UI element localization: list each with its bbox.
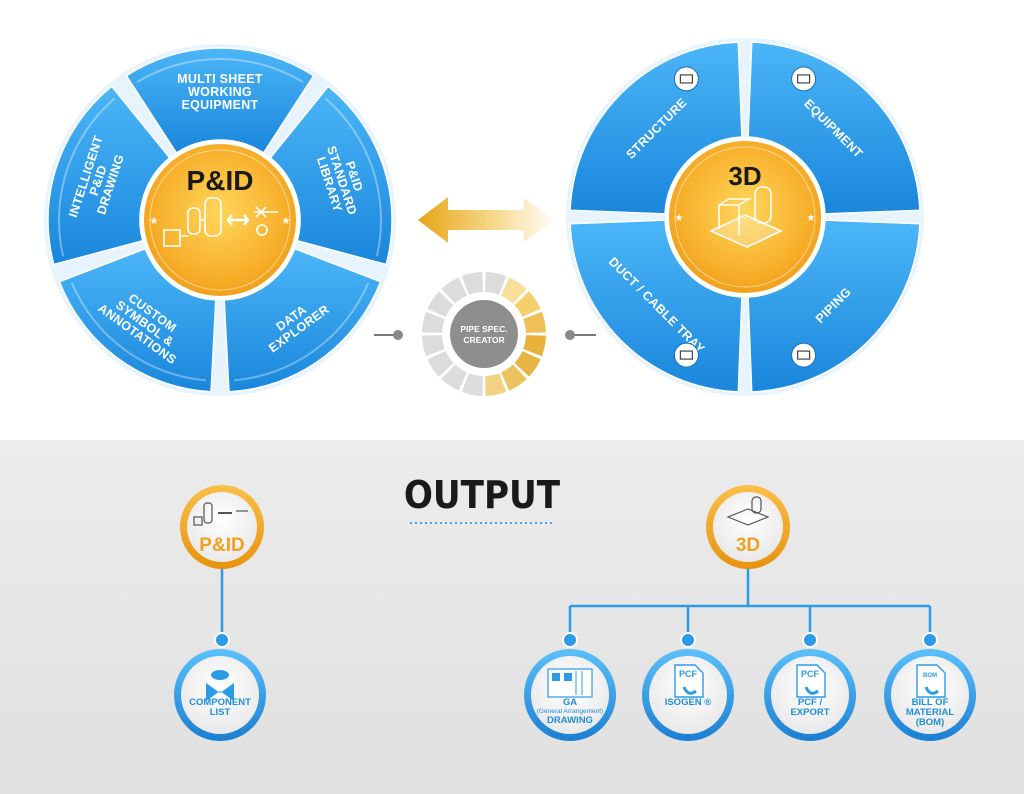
spec-ring-segment	[523, 311, 546, 333]
star-icon: ★	[675, 213, 684, 224]
spec-ring-segment	[422, 311, 445, 333]
spec-ring-segment	[427, 291, 454, 317]
output-child-label: ISOGEN ®	[665, 697, 712, 708]
output-child-label: GA(General Arrangement)DRAWING	[537, 697, 603, 726]
bidirectional-arrow-icon	[418, 197, 556, 243]
output-child-node[interactable]: PCF PCF /EXPORT	[764, 649, 856, 741]
td-segment[interactable]: STRUCTURE	[569, 41, 743, 215]
spec-ring-segment	[514, 291, 541, 317]
td-segment[interactable]: PIPING	[747, 219, 921, 393]
3d-hub-title: 3D	[728, 161, 761, 191]
3d-hub[interactable]: 3D ★ ★	[665, 137, 825, 297]
drawing-icon	[547, 668, 593, 698]
spec-ring-segment	[441, 277, 467, 304]
spec-ring-label: PIPE SPEC.CREATOR	[460, 324, 507, 345]
output-child-node[interactable]: PCF ISOGEN ®	[642, 649, 734, 741]
spec-ring-segment	[514, 351, 541, 377]
output-child-node[interactable]: GA(General Arrangement)DRAWING	[524, 649, 616, 741]
plant-model-icon	[726, 496, 770, 526]
file-badge: BOM	[923, 673, 937, 679]
pid-process-icon	[193, 502, 248, 526]
spec-ring-segment	[461, 272, 483, 295]
pid-segment[interactable]: P&IDSTANDARDLIBRARY	[269, 85, 393, 266]
pid-hub-title: P&ID	[187, 165, 254, 196]
pid-hub[interactable]: P&ID ★ ★	[140, 140, 300, 300]
bom-file-icon: BOM	[916, 664, 946, 698]
spec-ring-segment	[427, 351, 454, 377]
spec-ring-segment	[501, 277, 527, 304]
spec-ring-segment	[441, 364, 467, 391]
structure-icon	[673, 66, 699, 92]
spec-ring-segment	[523, 335, 546, 357]
connector-lines	[374, 330, 596, 340]
spec-ring-segment	[485, 272, 507, 295]
output-background	[0, 440, 1024, 794]
equipment-icon	[791, 66, 817, 92]
star-icon: ★	[282, 216, 291, 227]
valve-icon	[206, 670, 234, 701]
td-segment[interactable]: EQUIPMENT	[747, 41, 921, 215]
pid-process-icon	[163, 197, 278, 247]
file-badge: PCF	[679, 669, 698, 679]
pid-segment[interactable]: DATAEXPLORER	[223, 247, 382, 393]
file-badge: PCF	[801, 669, 820, 679]
spec-ring-segment	[422, 335, 445, 357]
piping-icon	[791, 342, 817, 368]
star-icon: ★	[807, 213, 816, 224]
star-icon: ★	[150, 216, 159, 227]
plant-model-icon	[709, 186, 783, 248]
output-child-label: PCF /EXPORT	[790, 697, 829, 718]
pcf-file-icon: PCF	[674, 664, 704, 698]
spec-ring-segment	[485, 373, 507, 396]
duct-icon	[673, 342, 699, 368]
output-3d-node[interactable]: 3D	[706, 485, 790, 569]
output-pid-node[interactable]: P&ID	[180, 485, 264, 569]
output-title: OUTPUT	[404, 473, 561, 517]
spec-ring-segment	[501, 364, 527, 391]
pipe-spec-creator[interactable]: PIPE SPEC.CREATOR	[422, 272, 546, 396]
output-node-title: 3D	[736, 535, 760, 556]
output-node-title: P&ID	[199, 535, 244, 556]
spec-ring-segment	[461, 373, 483, 396]
pcf-file-icon: PCF	[796, 664, 826, 698]
